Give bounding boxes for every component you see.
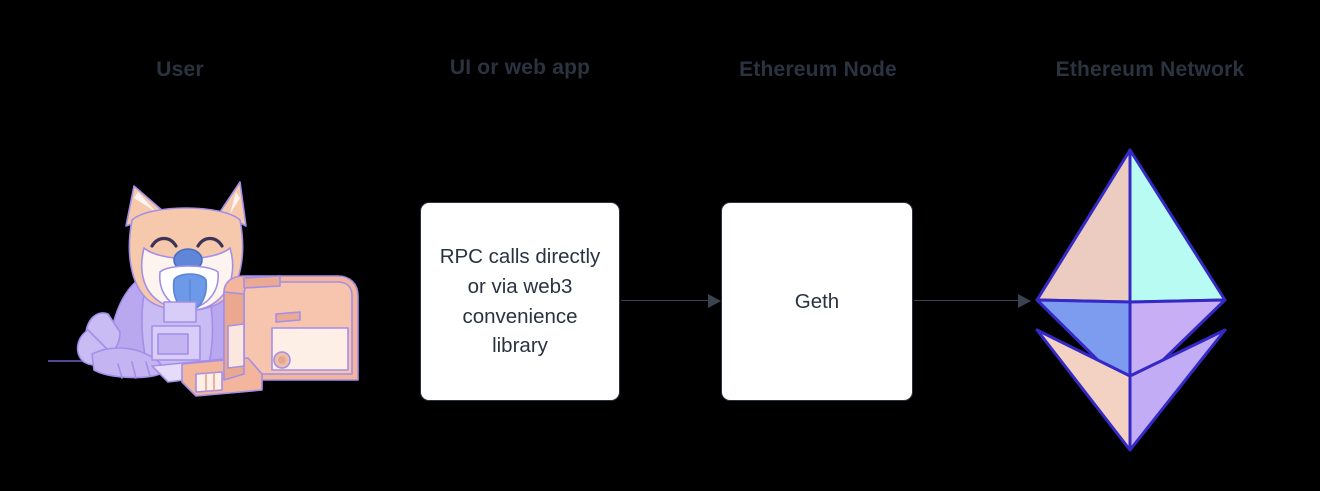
arrow-rpc-to-geth <box>621 294 721 308</box>
node-rpc-calls[interactable]: RPC calls directly or via web3 convenien… <box>420 202 620 401</box>
arrow-head-icon <box>1018 294 1031 308</box>
arrow-head-icon <box>708 294 721 308</box>
node-geth-label: Geth <box>794 289 840 313</box>
node-geth[interactable]: Geth <box>721 202 913 401</box>
user-illustration <box>48 168 368 408</box>
column-label-ethereum-network: Ethereum Network <box>1055 58 1245 81</box>
arrow-geth-to-network <box>914 294 1032 308</box>
arrow-shaft <box>914 300 1020 302</box>
column-label-user: User <box>156 58 204 81</box>
column-label-ui-or-web-app: UI or web app <box>449 56 591 79</box>
arrow-shaft <box>621 300 710 302</box>
column-label-ethereum-node: Ethereum Node <box>739 58 897 81</box>
ethereum-logo-icon <box>1030 144 1230 456</box>
node-rpc-calls-label: RPC calls directly or via web3 convenien… <box>439 245 601 358</box>
